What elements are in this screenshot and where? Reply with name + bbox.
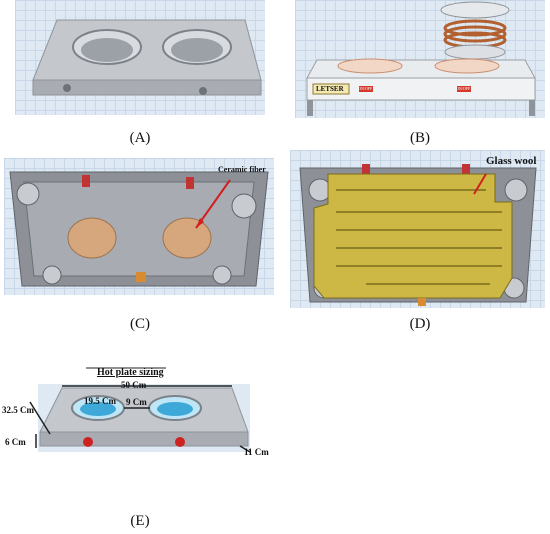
brand-label: LETSER [316,85,344,93]
caption-d: (D) [409,316,431,332]
panel-d: Glass wool [290,150,545,308]
panel-e: Hot plate sizing 50 Cm 32.5 Cm 19.5 Cm 9… [0,362,290,462]
button-label-1: ON/OFF [358,86,373,91]
caption-b: (B) [410,130,430,146]
button-label-2: ON/OFF [456,86,471,91]
hot-plate-bottom-ceramic [9,171,269,287]
sizing-title: Hot plate sizing [97,367,164,378]
gap-label: 9 Cm [126,397,147,407]
hole-label: 19.5 Cm [84,396,116,406]
panel-c: Ceramic fiber [4,158,274,295]
width-label: 32.5 Cm [2,405,34,415]
hot-plate-bottom-glass-wool [299,164,537,306]
hot-plate-top-view [32,19,262,96]
glass-wool-label: Glass wool [486,155,537,167]
height-label: 6 Cm [5,437,26,447]
caption-c: (C) [130,316,150,332]
hot-plate-exploded-view [306,1,536,116]
hot-plate-sizing-diagram [29,367,251,453]
length-label: 50 Cm [121,380,147,390]
ceramic-fiber-label: Ceramic fiber [218,165,266,174]
caption-e: (E) [130,513,150,529]
panel-a [15,0,265,115]
depth-label: 11 Cm [244,447,269,457]
panel-b: LETSER ON/OFF ON/OFF [295,0,545,118]
caption-a: (A) [129,130,151,146]
